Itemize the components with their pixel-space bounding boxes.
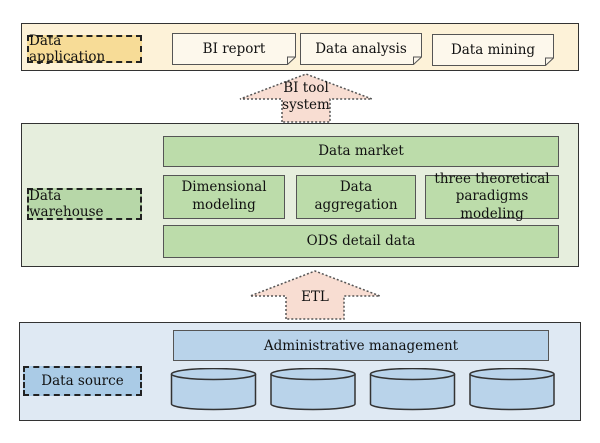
data-analysis-label: Data analysis [315,41,407,57]
administrative-management-box: Administrative management [173,330,549,361]
ods-detail-box: ODS detail data [163,225,559,258]
dimensional-modeling-box: Dimensional modeling [163,175,285,219]
data-mining-doc: Data mining [432,34,554,66]
bi-report-label: BI report [202,41,266,57]
document-shape [172,33,296,65]
database-group [170,368,555,411]
etl-label: ETL [301,289,329,306]
document-shape [432,34,554,66]
bi-tool-label-line1: BI tool [283,79,329,96]
three-paradigms-line1: three theoretical [434,170,550,187]
database-icon [469,368,555,411]
dimensional-modeling-line1: Dimensional [181,179,267,196]
bi-tool-arrow: BI tool system [238,73,374,123]
database-icon [369,368,456,411]
up-arrow-icon [239,73,373,123]
up-arrow-icon [249,270,381,320]
data-source-label: Data source [23,366,142,396]
three-paradigms-line2: paradigms modeling [455,188,529,222]
data-analysis-doc: Data analysis [300,33,422,65]
database-icon [270,368,356,411]
three-paradigms-box: three theoretical paradigms modeling [425,171,559,222]
bi-tool-label-line2: system [282,97,330,114]
database-icon [170,368,257,411]
data-aggregation-box: Data aggregation [296,175,416,219]
data-mining-label: Data mining [450,42,536,58]
document-shape [300,33,422,65]
data-application-label: Data application [27,33,142,65]
bi-report-doc: BI report [172,33,296,65]
data-market-box: Data market [163,136,559,167]
etl-arrow: ETL [248,270,382,320]
data-warehouse-label: Data warehouse [27,188,142,220]
dimensional-modeling-line2: modeling [192,197,256,213]
